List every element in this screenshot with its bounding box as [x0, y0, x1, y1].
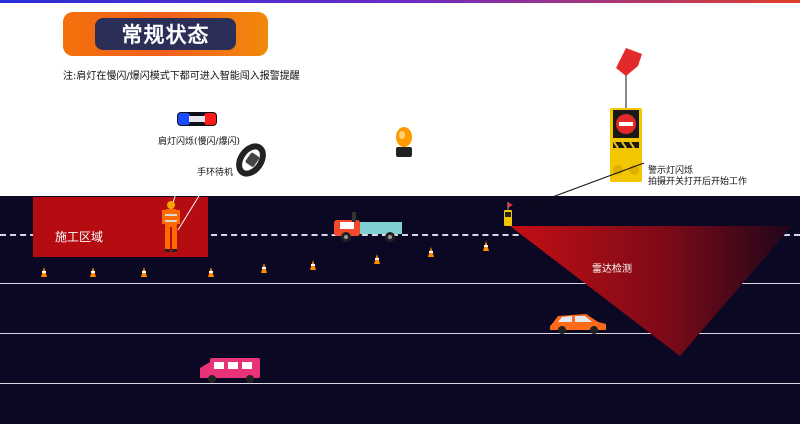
road-warning-light-icon	[504, 202, 513, 226]
shoulder-light-icon	[177, 112, 217, 126]
warning-light-label-line1: 警示灯闪烁	[648, 166, 694, 176]
construction-worker-icon	[162, 201, 180, 252]
traffic-cone-icon	[208, 267, 214, 277]
lane-line	[0, 283, 800, 284]
lane-line	[0, 333, 800, 334]
lane-divider-dashed	[0, 234, 800, 236]
traffic-cone-icon	[141, 267, 147, 277]
shoulder-light-label: 肩灯闪烁(慢闪/爆闪)	[158, 137, 241, 147]
lane-line	[0, 383, 800, 384]
warning-sign-board-icon	[610, 48, 642, 182]
top-accent-bar	[0, 0, 800, 3]
construction-zone-label: 施工区域	[55, 230, 104, 244]
wristband-icon	[236, 143, 266, 177]
beacon-light-icon	[396, 127, 412, 157]
page-title: 常规状态	[95, 18, 236, 50]
title-banner: 常规状态	[63, 12, 268, 56]
note-text: 注:肩灯在慢闪/爆闪模式下都可进入智能闯入报警提醒	[63, 71, 300, 82]
radar-detection-area	[510, 226, 792, 356]
warning-light-label-line2: 拍摄开关打开后开始工作	[648, 177, 748, 187]
traffic-cone-icon	[261, 263, 267, 273]
traffic-cone-icon	[483, 241, 489, 251]
construction-zone	[33, 197, 208, 257]
traffic-cone-icon	[310, 260, 316, 270]
pink-van-icon	[200, 358, 260, 383]
traffic-cone-icon	[41, 267, 47, 277]
traffic-cone-icon	[374, 254, 380, 264]
wristband-label: 手环待机	[197, 168, 234, 178]
traffic-cone-icon	[90, 267, 96, 277]
orange-car-icon	[550, 314, 606, 334]
maintenance-truck-icon	[334, 212, 402, 242]
traffic-cone-icon	[428, 247, 434, 257]
radar-detection-label: 雷达检测	[592, 264, 632, 275]
